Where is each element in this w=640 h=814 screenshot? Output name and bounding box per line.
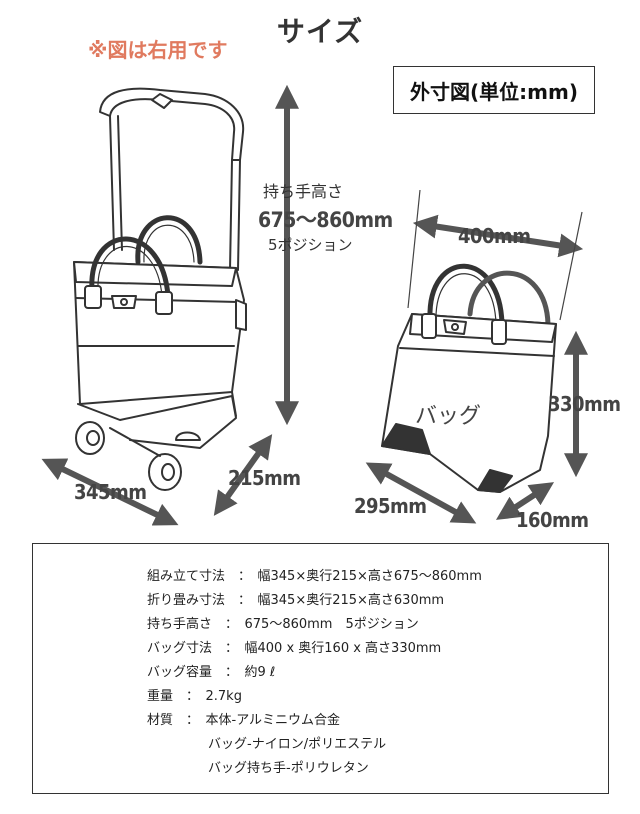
spec-weight: 重量 ： 2.7kg bbox=[147, 689, 242, 704]
spec-bag-capacity: バッグ容量 ： 約9 ℓ bbox=[147, 665, 276, 680]
spec-table: 組み立て寸法 ： 幅345×奥行215×高さ675～860mm 折り畳み寸法 ：… bbox=[32, 543, 609, 794]
cart-width-label: 345mm bbox=[74, 480, 147, 504]
bag-depth-arrow bbox=[495, 482, 555, 520]
right-side-note: ※図は右用です bbox=[88, 38, 228, 62]
spec-material: 材質 ： 本体-アルミニウム合金 bbox=[147, 713, 341, 728]
bag-depth-label: 160mm bbox=[516, 508, 589, 532]
cart-width-arrow bbox=[41, 458, 179, 526]
bag-bottom-label: 295mm bbox=[354, 494, 427, 518]
shopping-cart-drawing bbox=[73, 87, 247, 491]
handle-height-range: 675～860mm bbox=[258, 208, 393, 232]
bag-drawing bbox=[381, 263, 557, 493]
bag-label: バッグ bbox=[415, 404, 482, 429]
spec-material-handle: バッグ持ち手-ポリウレタン bbox=[208, 761, 369, 776]
spec-folded-size: 折り畳み寸法 ： 幅345×奥行215×高さ630mm bbox=[147, 593, 445, 608]
spec-handle-height: 持ち手高さ ： 675～860mm 5ポジション bbox=[147, 617, 419, 632]
bag-width-label: 400mm bbox=[458, 224, 531, 248]
cart-depth-arrow bbox=[213, 434, 273, 516]
handle-height-label: 持ち手高さ bbox=[263, 182, 344, 201]
bag-width-arrow bbox=[412, 214, 584, 258]
spec-assembled-size: 組み立て寸法 ： 幅345×奥行215×高さ675～860mm bbox=[147, 569, 482, 584]
unit-box: 外寸図(単位:mm) bbox=[393, 66, 595, 114]
spec-bag-size: バッグ寸法 ： 幅400 x 奥行160 x 高さ330mm bbox=[147, 641, 442, 656]
bag-height-label: 330mm bbox=[548, 392, 621, 416]
bag-bottom-arrow bbox=[365, 462, 477, 524]
page-title: サイズ bbox=[276, 15, 364, 48]
cart-depth-label: 215mm bbox=[228, 466, 301, 490]
handle-positions: 5ポジション bbox=[268, 236, 353, 254]
spec-material-bag: バッグ-ナイロン/ポリエステル bbox=[208, 737, 387, 752]
